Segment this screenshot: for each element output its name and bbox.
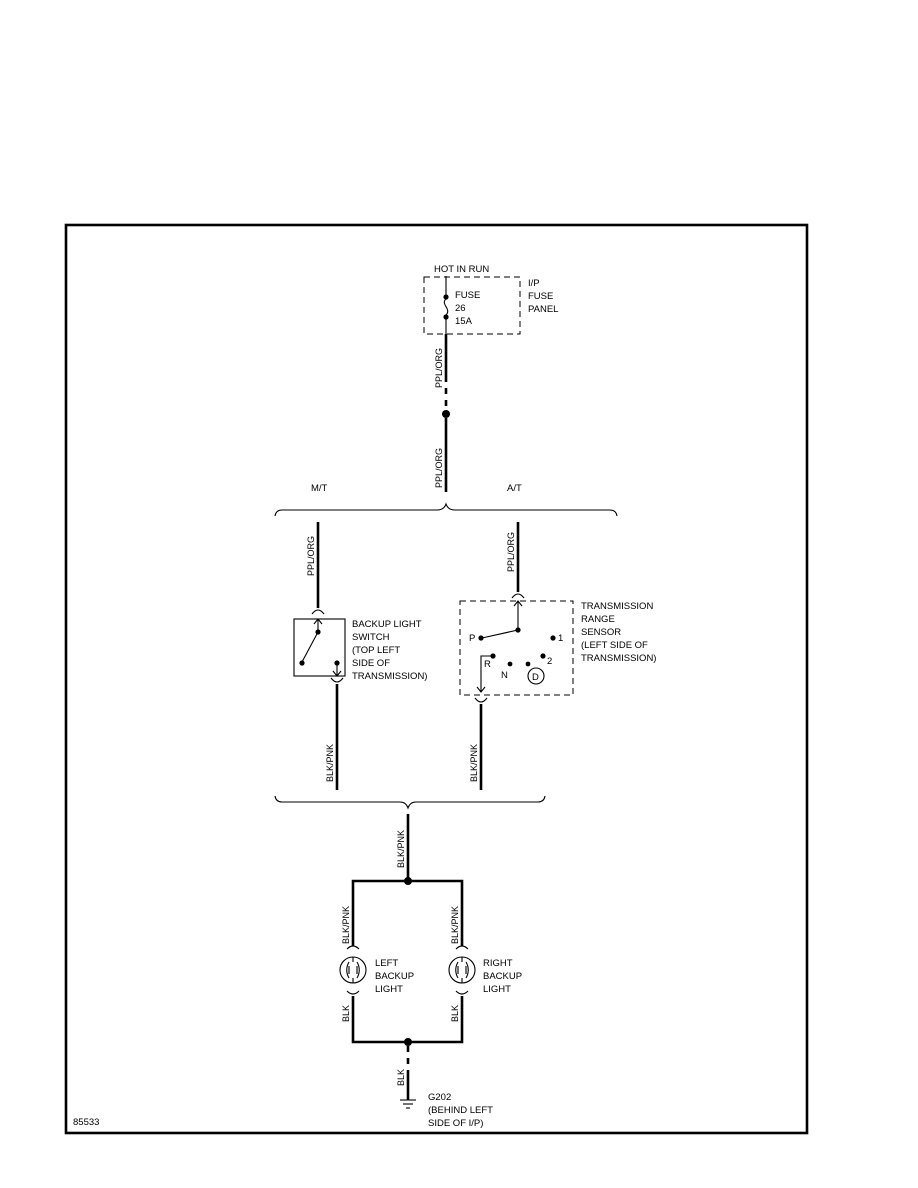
sensor-position-n: N: [501, 670, 508, 681]
sensor-position-r: R: [484, 659, 491, 670]
wire-label-ppl-org-mt: PPL/ORG: [306, 536, 316, 576]
diagram-frame: [64, 223, 809, 1135]
main-feed-wire: PPL/ORG PPL/ORG: [434, 334, 450, 492]
branch-label-mt: M/T: [311, 483, 328, 494]
switch-blade-icon: [301, 631, 319, 663]
right-light-label-line-2: BACKUP: [483, 971, 522, 982]
switch-label-line-3: (TOP LEFT: [352, 645, 400, 656]
sensor-position-d: D: [532, 672, 539, 683]
option-brace-top: [274, 502, 618, 517]
wire-label-ppl-org-mid: PPL/ORG: [434, 448, 444, 488]
switch-label-line-5: TRANSMISSION): [352, 671, 427, 682]
sensor-contact-d-ring: [527, 667, 545, 685]
wire-label-blk-pnk-at: BLK/PNK: [469, 744, 479, 782]
backup-light-switch-box: [293, 618, 346, 677]
ground-label-line-2: (BEHIND LEFT: [428, 1105, 493, 1116]
sensor-position-2: 2: [547, 656, 552, 667]
ground-label-line-1: G202: [428, 1092, 451, 1103]
switch-label-line-1: BACKUP LIGHT: [352, 619, 422, 630]
hot-in-run-label: HOT IN RUN: [434, 264, 489, 275]
switch-label-line-2: SWITCH: [352, 632, 390, 643]
fuse-label: FUSE: [455, 290, 480, 301]
sensor-contact-1: [550, 635, 556, 641]
lights-feed-wire: [351, 879, 464, 946]
figure-number: 85533: [73, 1117, 99, 1128]
connector-icon: [330, 677, 344, 683]
fuse-panel-outline: [423, 276, 521, 335]
reverse-circuit-trace: [480, 655, 493, 692]
fuse-panel: HOT IN RUN FUSE 26 15A I/P FUSE PANEL: [423, 264, 558, 335]
left-light-label-line-3: LIGHT: [375, 984, 403, 995]
sensor-position-1: 1: [558, 633, 563, 644]
lights-circuit: BLK/PNK BLK/PNK BLK/PNK LEFT BACKUP LIGH…: [339, 814, 522, 1046]
lights-ground-wire: [351, 996, 464, 1044]
left-light-label-line-2: BACKUP: [375, 971, 414, 982]
connector-icon: [474, 697, 488, 703]
panel-label-line-1: I/P: [528, 278, 540, 289]
left-light-label-line-1: LEFT: [375, 958, 398, 969]
manual-branch: PPL/ORG BLK/PNK BACKUP LIGHT SWITCH (TOP…: [293, 522, 427, 790]
fuse-element-icon: [443, 298, 449, 316]
connector-icon: [511, 593, 525, 599]
arrow-icon: [332, 670, 342, 677]
sensor-contact-d-dot: [525, 661, 531, 667]
arrow-icon: [513, 600, 523, 607]
panel-label-line-3: PANEL: [528, 304, 558, 315]
wire-label-blk-ground: BLK: [396, 1069, 406, 1086]
connector-icon: [311, 609, 325, 615]
automatic-branch: PPL/ORG P R N D 2 1 BLK/PNK TRANSMISSION…: [459, 522, 656, 790]
fuse-terminal-top: [443, 294, 449, 300]
wire-label-blk-pnk-left: BLK/PNK: [341, 906, 351, 944]
fuse-terminal-bottom: [443, 314, 449, 320]
ground-lead: BLK G202 (BEHIND LEFT SIDE OF I/P): [396, 1046, 493, 1129]
sensor-position-p: P: [469, 633, 475, 644]
fuse-rating: 15A: [455, 316, 473, 327]
sensor-label-line-2: RANGE: [581, 614, 615, 625]
sensor-label-line-4: (LEFT SIDE OF: [581, 640, 648, 651]
ground-symbol-icon: [400, 1099, 416, 1109]
switch-label-line-4: SIDE OF: [352, 658, 390, 669]
range-sensor-outline: [459, 600, 574, 696]
sensor-label-line-3: SENSOR: [581, 627, 621, 638]
right-light-label-line-3: LIGHT: [483, 984, 511, 995]
splice-connector: [404, 1038, 412, 1046]
left-backup-bulb-icon: [339, 945, 367, 995]
wire-label-blk-pnk-feed: BLK/PNK: [396, 830, 406, 868]
right-light-label-line-1: RIGHT: [483, 958, 513, 969]
branch-label-at: A/T: [507, 483, 522, 494]
sensor-label-line-5: TRANSMISSION): [581, 653, 656, 664]
wire-label-blk-left: BLK: [341, 1005, 351, 1022]
wire-label-blk-pnk-right: BLK/PNK: [450, 906, 460, 944]
wire-label-blk-pnk-mt: BLK/PNK: [325, 744, 335, 782]
arrow-icon: [313, 618, 323, 625]
wire-label-blk-right: BLK: [450, 1005, 460, 1022]
sensor-wiper-icon: [481, 629, 519, 639]
option-brace-bottom: [274, 795, 546, 810]
fuse-number: 26: [455, 303, 466, 314]
splice-connector: [442, 410, 450, 418]
arrow-icon: [476, 686, 486, 693]
switch-contact-left: [299, 660, 305, 666]
sensor-contact-p: [478, 635, 484, 641]
wire-label-ppl-org-top: PPL/ORG: [434, 348, 444, 388]
panel-label-line-2: FUSE: [528, 291, 553, 302]
sensor-label-line-1: TRANSMISSION: [581, 601, 653, 612]
sensor-contact-2: [540, 653, 546, 659]
wire-label-ppl-org-at: PPL/ORG: [506, 532, 516, 572]
right-backup-bulb-icon: [448, 945, 476, 995]
ground-label-line-3: SIDE OF I/P): [428, 1118, 483, 1129]
sensor-contact-n: [507, 661, 513, 667]
